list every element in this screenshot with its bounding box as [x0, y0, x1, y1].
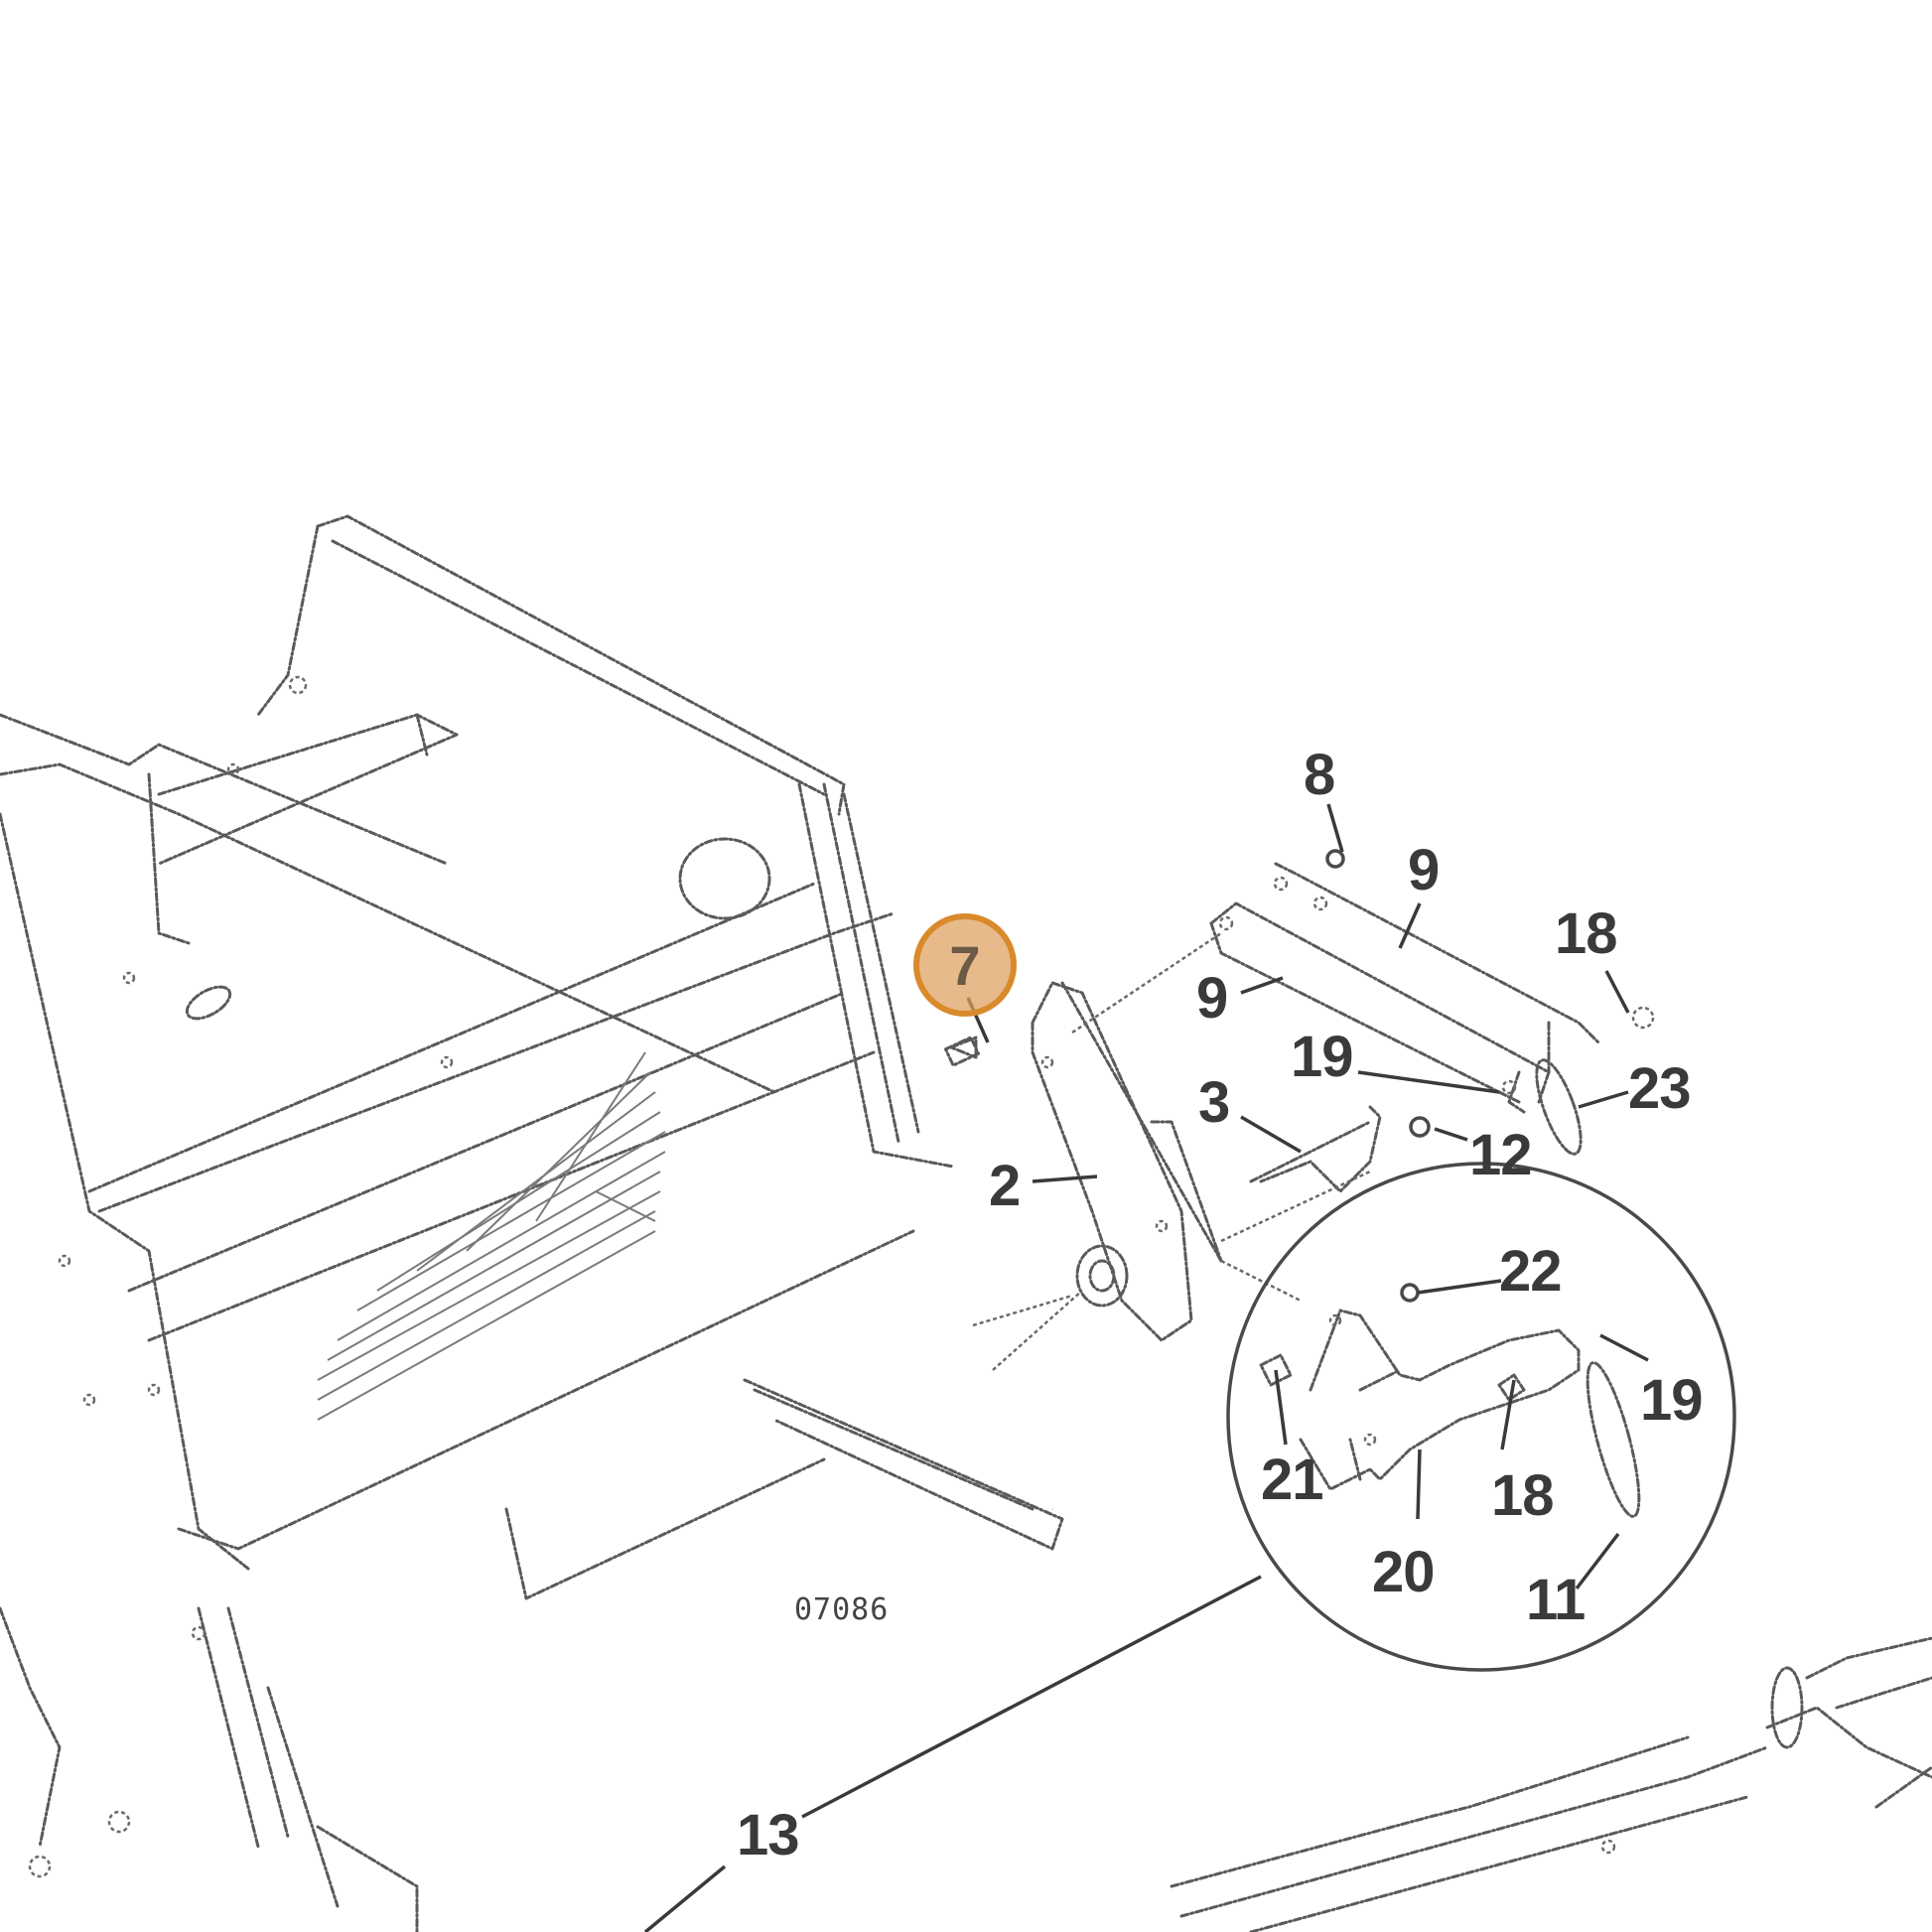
callout-19-upper[interactable]: 19	[1291, 1025, 1354, 1089]
callout-13[interactable]: 13	[737, 1803, 800, 1867]
frame-assembly	[0, 514, 1064, 1932]
callout-12[interactable]: 12	[1469, 1123, 1533, 1187]
drawing-number: 07086	[794, 1592, 890, 1627]
callout-18-detail[interactable]: 18	[1491, 1463, 1555, 1528]
callout-9-lower[interactable]: 9	[1196, 966, 1228, 1031]
arm-assembly	[1209, 849, 1655, 1193]
callout-3[interactable]: 3	[1198, 1070, 1230, 1135]
alignment-lines	[972, 931, 1371, 1371]
callout-8[interactable]: 8	[1304, 743, 1335, 807]
detail-view	[1226, 1162, 1736, 1672]
highlighted-callout-label: 7	[949, 933, 981, 997]
callout-20[interactable]: 20	[1372, 1540, 1436, 1604]
callout-2[interactable]: 2	[989, 1154, 1021, 1218]
leader-lines	[643, 803, 1649, 1932]
callout-18-upper[interactable]: 18	[1555, 901, 1618, 966]
lower-right-assembly	[1170, 1636, 1932, 1932]
callout-23[interactable]: 23	[1628, 1056, 1692, 1121]
callout-9-upper[interactable]: 9	[1408, 838, 1440, 902]
callout-11[interactable]: 11	[1526, 1568, 1586, 1632]
frame-shading	[317, 1051, 666, 1421]
bracket-part	[944, 981, 1223, 1342]
highlighted-callout-7[interactable]: 7	[913, 913, 1017, 1017]
callout-19-detail[interactable]: 19	[1640, 1368, 1704, 1433]
callout-21[interactable]: 21	[1261, 1448, 1324, 1512]
callout-22[interactable]: 22	[1499, 1239, 1563, 1304]
